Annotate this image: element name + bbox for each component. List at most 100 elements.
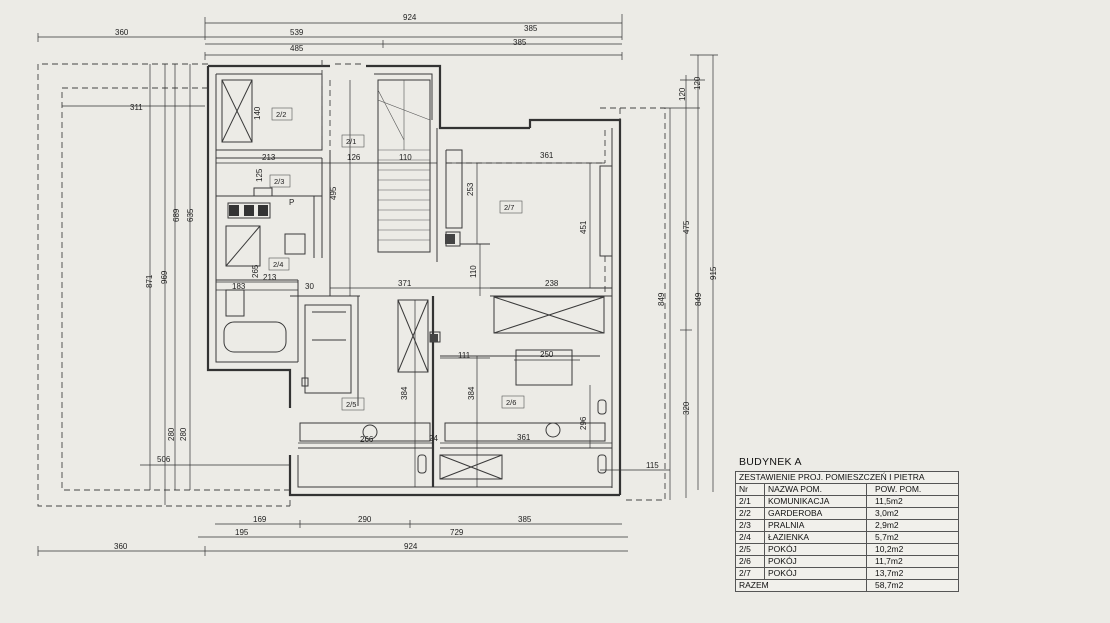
table-row: 2/4 ŁAZIENKA 5,7m2: [735, 531, 959, 544]
dim-213-a: 213: [262, 153, 276, 162]
dim-729: 729: [450, 528, 464, 537]
dim-30: 30: [305, 282, 314, 291]
dim-915: 915: [709, 266, 718, 280]
dim-311: 311: [130, 103, 143, 112]
dim-385-top-a: 385: [524, 24, 538, 33]
appliance-p-label: P: [289, 198, 294, 207]
room-schedule: BUDYNEK A ZESTAWIENIE PROJ. POMIESZCZEŃ …: [735, 456, 959, 592]
header-nr: Nr: [735, 483, 765, 496]
dim-451: 451: [579, 220, 588, 234]
table-row: 2/1 KOMUNIKACJA 11,5m2: [735, 495, 959, 508]
dim-24: 24: [429, 434, 438, 443]
dim-280-b: 280: [179, 427, 188, 441]
table-row: 2/6 POKÓJ 11,7m2: [735, 555, 959, 568]
dim-495: 495: [329, 186, 338, 200]
table-row: 2/2 GARDEROBA 3,0m2: [735, 507, 959, 520]
room-label-2-5: 2/5: [346, 400, 356, 409]
row-nr: 2/2: [735, 507, 765, 520]
dim-384-a: 384: [400, 386, 409, 400]
schedule-subtitle: ZESTAWIENIE PROJ. POMIESZCZEŃ I PIETRA: [735, 471, 959, 484]
top-dimension-lines: [37, 14, 623, 60]
room-label-2-4: 2/4: [273, 260, 283, 269]
row-area: 11,7m2: [866, 555, 959, 568]
dim-371: 371: [398, 279, 412, 288]
dim-238: 238: [545, 279, 559, 288]
interior-dimension-lines: [216, 80, 612, 487]
dim-126: 126: [347, 153, 361, 162]
row-nr: 2/4: [735, 531, 765, 544]
total-area: 58,7m2: [866, 579, 959, 592]
bottom-dimension-lines: [37, 520, 628, 556]
row-nr: 2/7: [735, 567, 765, 580]
table-row: 2/7 POKÓJ 13,7m2: [735, 567, 959, 580]
table-row: 2/3 PRALNIA 2,9m2: [735, 519, 959, 532]
row-nr: 2/6: [735, 555, 765, 568]
row-nr: 2/1: [735, 495, 765, 508]
row-area: 3,0m2: [866, 507, 959, 520]
dim-250: 250: [540, 350, 554, 359]
row-area: 13,7m2: [866, 567, 959, 580]
dim-120-a: 120: [678, 87, 687, 101]
dim-924-bottom: 924: [404, 542, 418, 551]
dim-635: 635: [186, 208, 195, 222]
dim-111: 111: [458, 351, 471, 360]
dim-539: 539: [290, 28, 304, 37]
dim-280-a: 280: [167, 427, 176, 441]
dim-110-a: 110: [399, 153, 412, 162]
header-area: POW. POM.: [866, 483, 959, 496]
row-nr: 2/3: [735, 519, 765, 532]
dim-296: 296: [579, 416, 588, 430]
dim-115: 115: [646, 461, 659, 470]
dim-969: 969: [160, 270, 169, 284]
row-name: POKÓJ: [764, 555, 867, 568]
dim-265: 265: [251, 264, 260, 278]
room-label-2-3: 2/3: [274, 177, 284, 186]
room-label-2-2: 2/2: [276, 110, 286, 119]
row-area: 2,9m2: [866, 519, 959, 532]
dim-385-bottom: 385: [518, 515, 532, 524]
dim-169: 169: [253, 515, 267, 524]
dim-506: 506: [157, 455, 171, 464]
room-schedule-table: ZESTAWIENIE PROJ. POMIESZCZEŃ I PIETRA N…: [735, 471, 959, 592]
dim-475: 475: [682, 220, 691, 234]
row-area: 11,5m2: [866, 495, 959, 508]
dim-125: 125: [255, 168, 264, 182]
left-dimension-lines: [140, 64, 290, 505]
dim-361-b: 361: [517, 433, 531, 442]
row-area: 10,2m2: [866, 543, 959, 556]
row-name: POKÓJ: [764, 543, 867, 556]
dim-385-top-b: 385: [513, 38, 527, 47]
dim-320: 320: [682, 401, 691, 415]
schedule-header-row: Nr NAZWA POM. POW. POM.: [735, 483, 959, 496]
row-name: POKÓJ: [764, 567, 867, 580]
row-name: ŁAZIENKA: [764, 531, 867, 544]
dim-924-top: 924: [403, 13, 417, 22]
room-label-2-6: 2/6: [506, 398, 516, 407]
dim-183: 183: [232, 282, 246, 291]
building-title: BUDYNEK A: [739, 456, 802, 468]
dim-361-a: 361: [540, 151, 554, 160]
row-name: KOMUNIKACJA: [764, 495, 867, 508]
dim-120-b: 120: [693, 76, 702, 90]
dim-849-b: 849: [694, 292, 703, 306]
dim-849-a: 849: [657, 292, 666, 306]
total-label: RAZEM: [735, 579, 867, 592]
dim-140: 140: [253, 106, 262, 120]
dim-213-b: 213: [263, 273, 277, 282]
row-name: GARDEROBA: [764, 507, 867, 520]
dim-110-b: 110: [469, 265, 478, 278]
roof-outline: [37, 63, 666, 507]
dim-266: 266: [360, 435, 374, 444]
room-label-2-7: 2/7: [504, 203, 514, 212]
row-area: 5,7m2: [866, 531, 959, 544]
dim-360-top: 360: [115, 28, 129, 37]
dim-689: 689: [172, 208, 181, 222]
schedule-subtitle-row: ZESTAWIENIE PROJ. POMIESZCZEŃ I PIETRA: [735, 471, 959, 484]
room-labels: [268, 107, 525, 411]
dim-384-b: 384: [467, 386, 476, 400]
schedule-total-row: RAZEM 58,7m2: [735, 579, 959, 592]
table-row: 2/5 POKÓJ 10,2m2: [735, 543, 959, 556]
dim-871: 871: [145, 274, 154, 288]
dim-360-bottom: 360: [114, 542, 128, 551]
